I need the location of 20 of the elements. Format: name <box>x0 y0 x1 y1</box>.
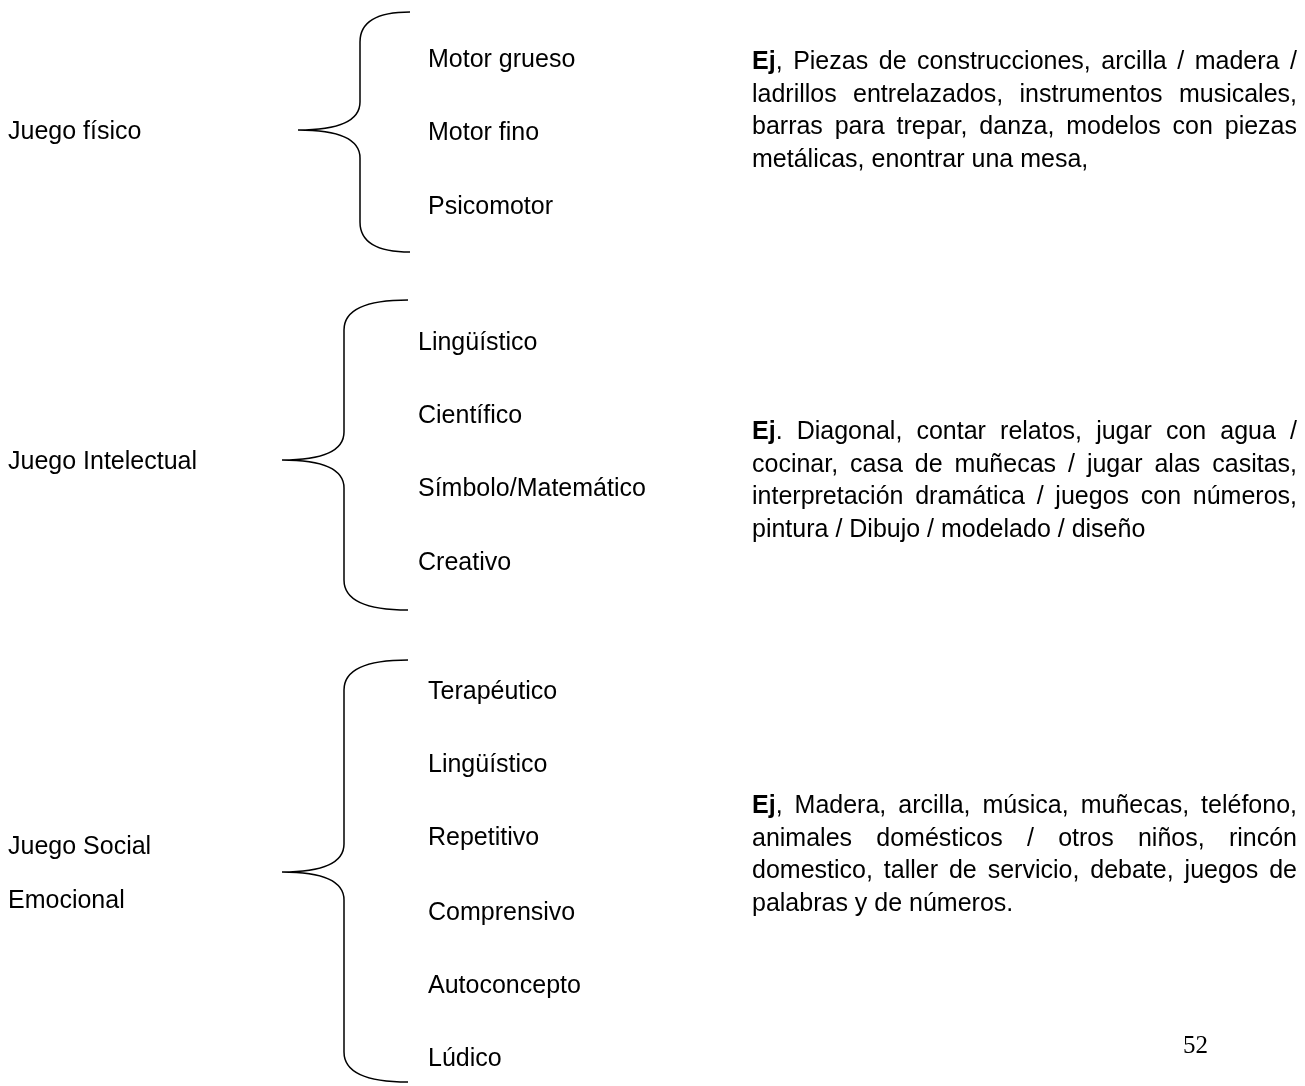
subcategory-label: Repetitivo <box>428 821 540 852</box>
subcategory-label: Lúdico <box>428 1042 502 1073</box>
subcategory-label: Comprensivo <box>428 896 576 927</box>
category-label: Juego Social Emocional <box>8 830 153 915</box>
subcategory-label: Científico <box>418 399 523 430</box>
category-label: Juego físico <box>8 115 142 146</box>
subcategory-label: Motor fino <box>428 116 540 147</box>
subcategory-label: Lingüístico <box>428 748 548 779</box>
subcategory-label: Psicomotor <box>428 190 554 221</box>
category-label: Juego Intelectual <box>8 445 198 476</box>
page-number: 52 <box>1183 1030 1208 1060</box>
example-paragraph: Ej. Diagonal, contar relatos, jugar con agua / cocinar, casa de muñecas / jugar alas casitas, interpretación dramática / juegos con números, pintura / Dibujo / modelado / diseño <box>752 415 1297 544</box>
example-paragraph: Ej, Madera, arcilla, música, muñecas, teléfono, animales domésticos / otros niños, rincón domestico, taller de servicio, debate, juegos de palabras y de números. <box>752 789 1297 918</box>
subcategory-label: Lingüístico <box>418 326 538 357</box>
subcategory-label: Terapéutico <box>428 675 558 706</box>
subcategory-label: Motor grueso <box>428 43 576 74</box>
example-paragraph: Ej, Piezas de construcciones, arcilla / madera / ladrillos entrelazados, instrumentos musicales, barras para trepar, danza, modelos con piezas metálicas, enontrar una mesa, <box>752 45 1297 174</box>
subcategory-label: Creativo <box>418 546 512 577</box>
subcategory-label: Autoconcepto <box>428 969 581 1000</box>
subcategory-label: Símbolo/Matemático <box>418 472 646 503</box>
